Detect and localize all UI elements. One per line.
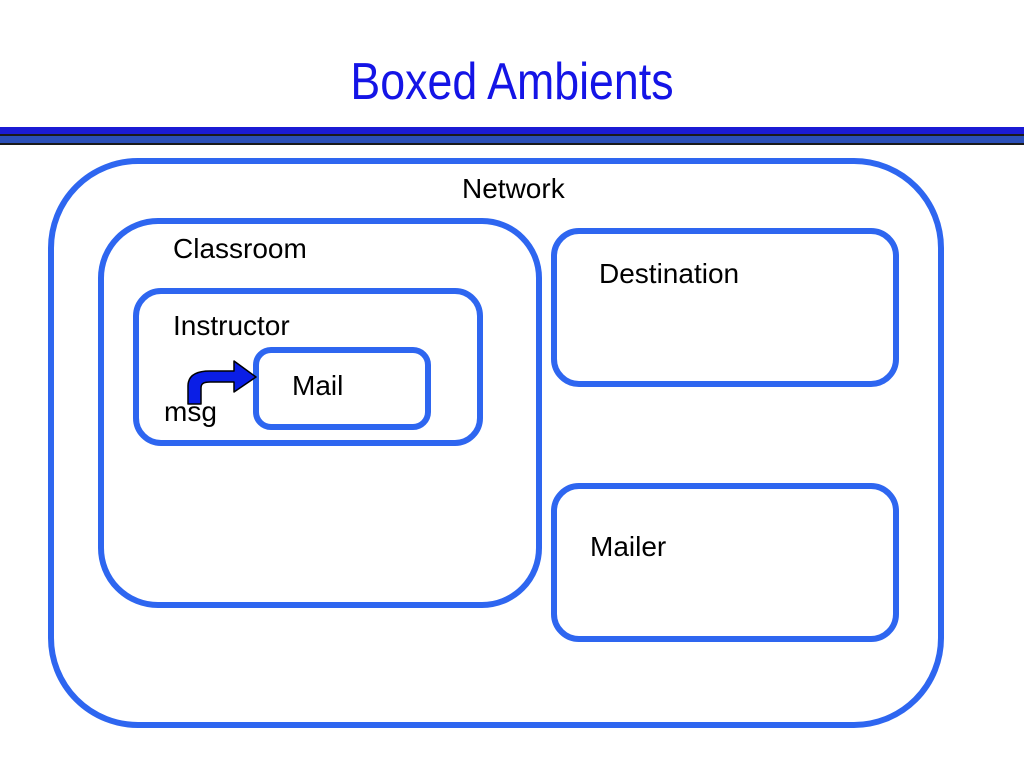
mailer-label: Mailer: [590, 531, 667, 562]
mail-label: Mail: [292, 370, 344, 401]
instructor-ambient: [133, 288, 483, 446]
destination-ambient: [551, 228, 899, 387]
mailer-ambient: [551, 483, 899, 642]
msg-arrow-icon: [187, 360, 257, 405]
classroom-ambient: [98, 218, 542, 608]
network-label: Network: [462, 173, 565, 204]
network-ambient: [48, 158, 944, 728]
slide-title: Boxed Ambients: [350, 53, 674, 111]
title-divider-base: [0, 143, 1024, 145]
destination-label: Destination: [599, 258, 740, 289]
title-divider-top: [0, 127, 1024, 134]
mail-ambient: [253, 347, 431, 430]
classroom-label: Classroom: [173, 233, 307, 264]
title-divider-bottom: [0, 136, 1024, 143]
instructor-label: Instructor: [173, 310, 290, 341]
title-divider-line: [0, 134, 1024, 136]
msg-arrow-shape: [187, 360, 257, 405]
msg-label: msg: [164, 396, 217, 427]
